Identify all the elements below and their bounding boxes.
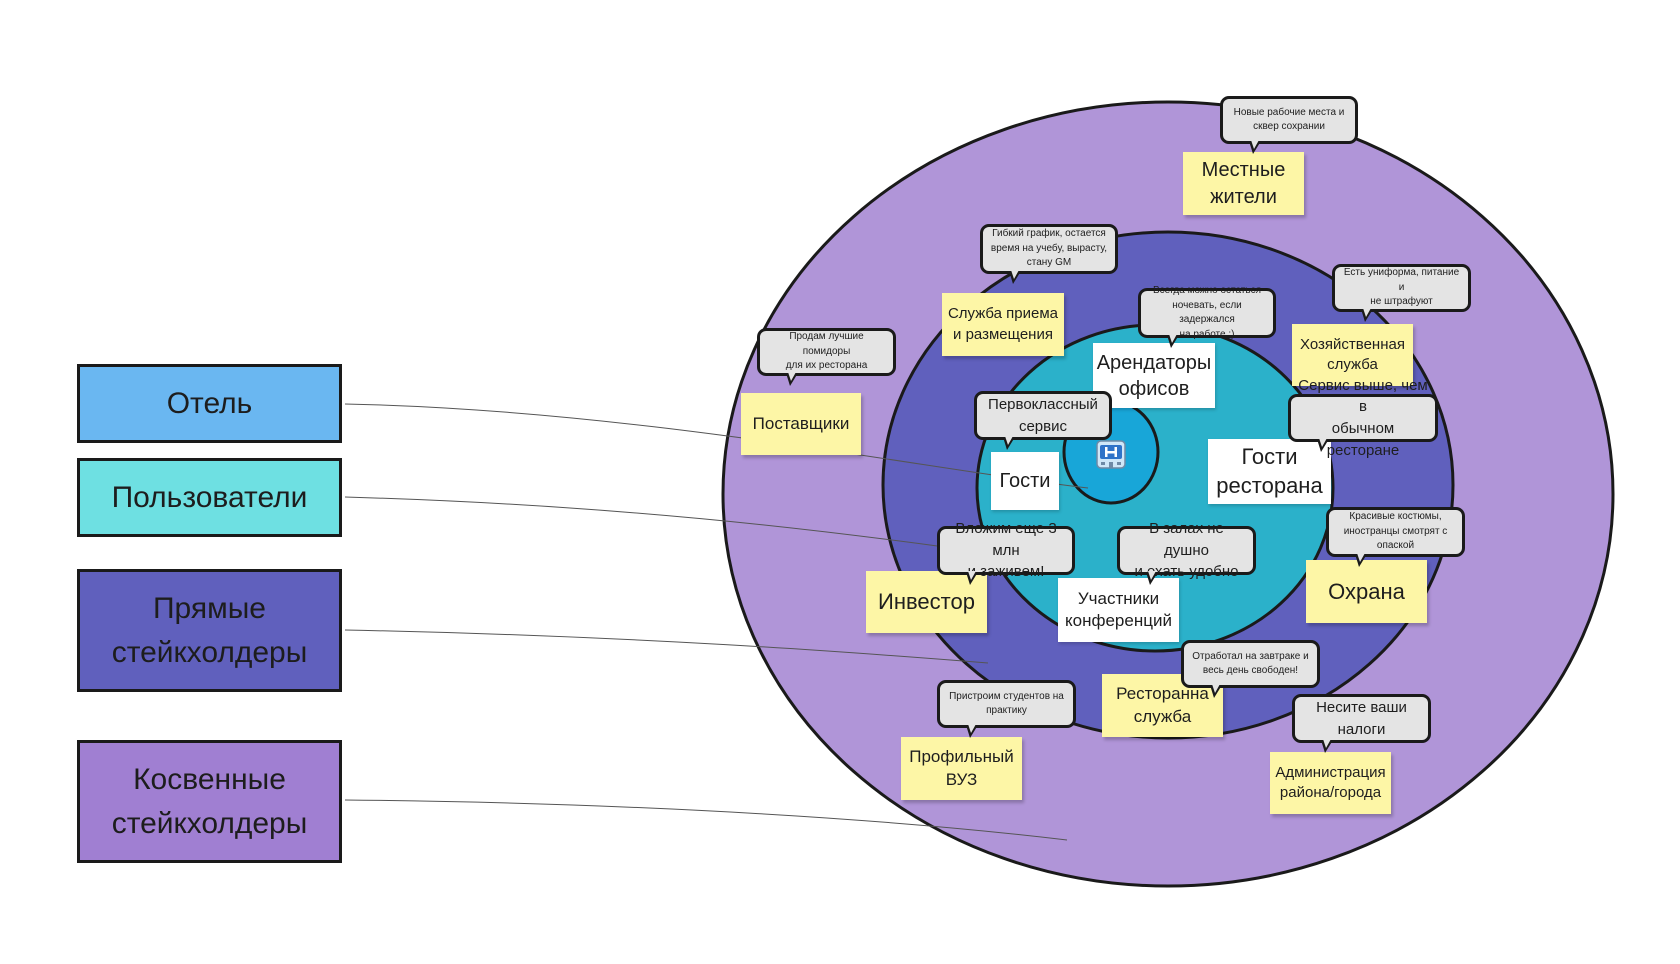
legend-users: Пользователи [77, 458, 342, 537]
sticky-restaurant-service: Ресторанна служба [1102, 674, 1223, 737]
hotel-building-icon [1096, 440, 1126, 469]
quote-locals: Новые рабочие места и сквер сохрании [1220, 96, 1358, 154]
quote-restaurant-guests: Сервис выше, чем в обычном ресторане [1288, 377, 1438, 459]
quote-housekeeping: Есть униформа, питание и не штрафуют [1332, 264, 1471, 322]
connector-indirect [344, 799, 1068, 841]
note-office-tenants: Арендаторы офисов [1093, 343, 1215, 408]
connector-direct [344, 629, 989, 664]
sticky-housekeeping: Хозяйственная служба [1292, 324, 1413, 386]
sticky-administration: Администрация района/города [1270, 752, 1391, 814]
note-restaurant-guests: Гости ресторана [1208, 439, 1331, 504]
sticky-reception: Служба приема и размещения [942, 293, 1064, 356]
quote-conference: В залах не душно и ехать удобно [1117, 520, 1256, 585]
quote-reception: Гибкий график, остается время на учебу, … [980, 224, 1118, 284]
legend-direct-stakeholders: Прямые стейкхолдеры [77, 569, 342, 692]
sticky-suppliers: Поставщики [741, 393, 861, 455]
quote-security: Красивые костюмы, иностранцы смотрят с о… [1326, 507, 1465, 567]
quote-office-tenants: Всегда можно остаться ночевать, если зад… [1138, 285, 1276, 348]
connector-users [344, 496, 953, 549]
quote-suppliers: Продам лучшие помидоры для их ресторана [757, 328, 896, 386]
legend-hotel: Отель [77, 364, 342, 443]
sticky-security: Охрана [1306, 560, 1427, 623]
sticky-locals: Местные жители [1183, 152, 1304, 215]
quote-restaurant-service: Отработал на завтраке и весь день свобод… [1181, 640, 1320, 698]
legend-indirect-stakeholders: Косвенные стейкхолдеры [77, 740, 342, 863]
quote-administration: Несите ваши налоги [1292, 694, 1431, 753]
sticky-investor: Инвестор [866, 571, 987, 633]
note-guests: Гости [991, 452, 1059, 510]
quote-university: Пристроим студентов на практику [937, 680, 1076, 738]
quote-guests: Первоклассный сервис [974, 391, 1112, 450]
note-conference: Участники конференций [1058, 578, 1179, 642]
sticky-university: Профильный ВУЗ [901, 737, 1022, 800]
quote-investor: Вложим еще 3 млн и заживем! [937, 520, 1075, 585]
